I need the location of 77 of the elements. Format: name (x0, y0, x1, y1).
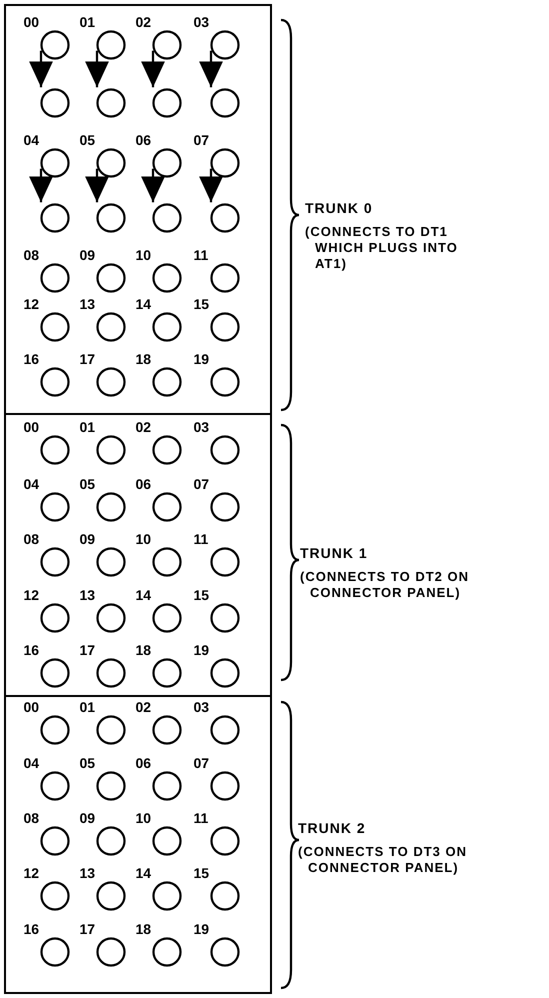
terminal-number: 19 (194, 350, 210, 366)
terminal-number: 19 (194, 642, 210, 658)
terminal-number: 10 (136, 530, 152, 546)
terminal-number: 08 (24, 810, 40, 826)
panel-outline (4, 413, 272, 697)
terminal-number: 06 (136, 476, 152, 492)
terminal-number: 08 (24, 530, 40, 546)
terminal-number: 03 (194, 14, 210, 30)
terminal-number: 10 (136, 810, 152, 826)
terminal-number: 09 (80, 810, 96, 826)
terminal-number: 07 (194, 754, 210, 770)
diode-arrow (85, 50, 109, 88)
terminal-number: 02 (136, 14, 152, 30)
terminal-number: 01 (80, 14, 96, 30)
panel-outline (4, 695, 272, 994)
diode-arrow (199, 50, 223, 88)
terminal-number: 19 (194, 920, 210, 936)
terminal-number: 13 (80, 296, 96, 312)
terminal-number: 07 (194, 476, 210, 492)
trunk-note: (CONNECTS TO DT3 ON CONNECTOR PANEL) (298, 844, 468, 876)
diode-arrow (141, 50, 165, 88)
terminal-number: 07 (194, 132, 210, 148)
terminal-number: 06 (136, 754, 152, 770)
terminal-number: 17 (80, 350, 96, 366)
terminal-number: 02 (136, 698, 152, 714)
terminal-number: 13 (80, 864, 96, 880)
terminal-number: 05 (80, 754, 96, 770)
terminal-number: 14 (136, 864, 152, 880)
terminal-number: 01 (80, 698, 96, 714)
terminal-number: 00 (24, 698, 40, 714)
terminal-number: 04 (24, 476, 40, 492)
terminal-number: 04 (24, 132, 40, 148)
trunk-note: (CONNECTS TO DT2 ON CONNECTOR PANEL) (300, 569, 470, 601)
terminal-number: 15 (194, 864, 210, 880)
trunk-note: (CONNECTS TO DT1 WHICH PLUGS INTO AT1) (305, 224, 459, 272)
terminal-number: 18 (136, 350, 152, 366)
terminal-number: 14 (136, 586, 152, 602)
terminal-number: 12 (24, 864, 40, 880)
terminal-number: 01 (80, 418, 96, 434)
terminal-number: 12 (24, 586, 40, 602)
terminal-number: 02 (136, 418, 152, 434)
terminal-number: 12 (24, 296, 40, 312)
trunk-label: TRUNK 2 (298, 820, 366, 836)
terminal-number: 06 (136, 132, 152, 148)
trunk-label: TRUNK 1 (300, 545, 368, 561)
terminal-number: 16 (24, 350, 40, 366)
terminal-number: 18 (136, 920, 152, 936)
terminal-number: 11 (194, 810, 208, 826)
terminal-number: 04 (24, 754, 40, 770)
terminal-number: 11 (194, 246, 208, 262)
trunk-label: TRUNK 0 (305, 200, 373, 216)
panel-outline (4, 4, 272, 415)
terminal-number: 09 (80, 530, 96, 546)
terminal-number: 17 (80, 920, 96, 936)
terminal-number: 14 (136, 296, 152, 312)
terminal-number: 10 (136, 246, 152, 262)
diode-arrow (199, 168, 223, 202)
terminal-number: 11 (194, 530, 208, 546)
terminal-number: 13 (80, 586, 96, 602)
diode-arrow (141, 168, 165, 202)
terminal-number: 03 (194, 698, 210, 714)
diode-arrow (29, 50, 53, 88)
terminal-number: 15 (194, 296, 210, 312)
terminal-number: 18 (136, 642, 152, 658)
terminal-number: 00 (24, 14, 40, 30)
terminal-number: 03 (194, 418, 210, 434)
terminal-number: 00 (24, 418, 40, 434)
terminal-number: 05 (80, 476, 96, 492)
diode-arrow (85, 168, 109, 202)
terminal-number: 09 (80, 246, 96, 262)
diode-arrow (29, 168, 53, 202)
terminal-number: 08 (24, 246, 40, 262)
terminal-number: 05 (80, 132, 96, 148)
terminal-number: 16 (24, 642, 40, 658)
terminal-number: 17 (80, 642, 96, 658)
terminal-number: 16 (24, 920, 40, 936)
terminal-number: 15 (194, 586, 210, 602)
